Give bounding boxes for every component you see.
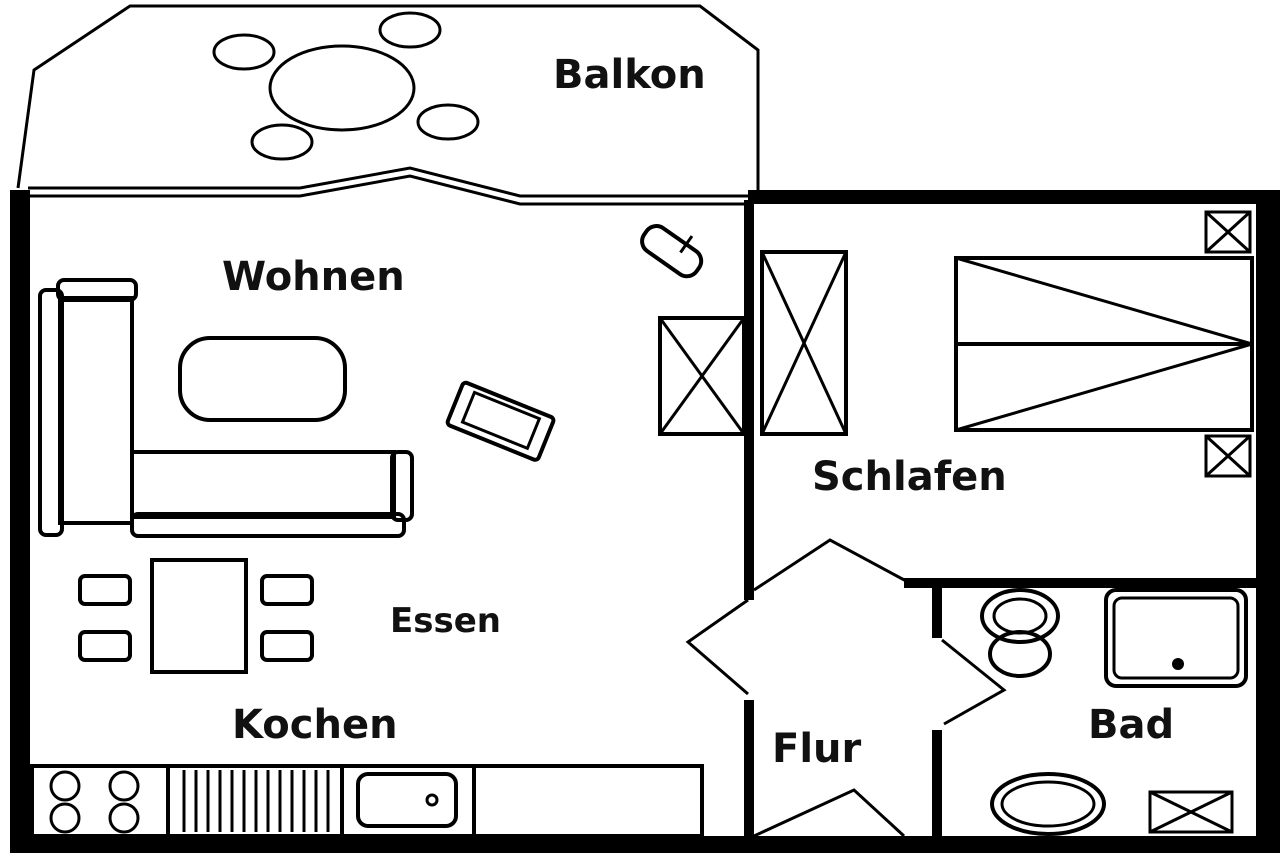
room-label-balkon: Balkon: [553, 52, 706, 98]
room-label-flur: Flur: [772, 726, 862, 772]
armchair: [445, 380, 556, 462]
balcony-outline: [16, 4, 760, 206]
washbasin: [990, 772, 1106, 836]
room-label-wohnen: Wohnen: [222, 254, 405, 300]
dining-set: [78, 558, 314, 674]
nightstand-bottom: [1204, 434, 1252, 478]
toilet: [980, 588, 1060, 678]
kitchen-counter: [30, 764, 704, 838]
interior-walls: [744, 200, 1260, 840]
room-label-schlafen: Schlafen: [812, 454, 1007, 500]
lamp-icon: [640, 224, 704, 279]
room-label-bad: Bad: [1088, 702, 1174, 748]
shower-tray: [1104, 588, 1248, 688]
room-label-kochen: Kochen: [232, 702, 398, 748]
nightstand-top: [1204, 210, 1252, 254]
outer-walls: [10, 190, 1280, 853]
bathroom-cabinet: [1148, 790, 1234, 834]
bed: [954, 256, 1254, 432]
door-swings: [685, 538, 1007, 838]
stove-icon: [49, 770, 140, 834]
dishwasher: [182, 770, 330, 832]
wardrobe-bedroom: [760, 250, 848, 436]
coffee-table: [178, 336, 347, 422]
sofa: [38, 278, 414, 538]
balcony-table-set: [212, 11, 480, 161]
wardrobe-living: [658, 316, 746, 436]
kitchen-sink: [356, 772, 458, 828]
room-label-essen: Essen: [390, 601, 501, 641]
